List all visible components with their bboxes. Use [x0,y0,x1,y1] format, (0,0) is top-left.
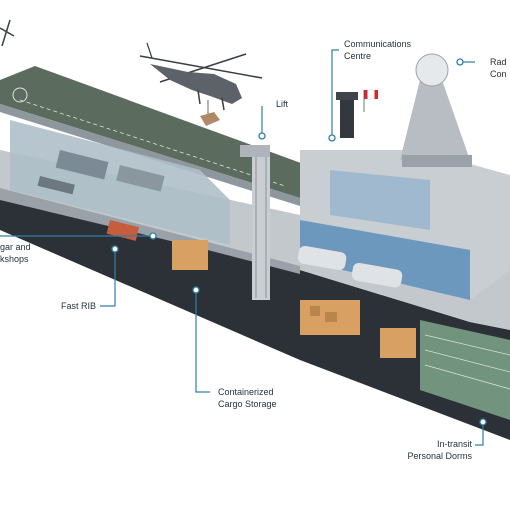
hangar-workshops-label: gar and kshops [0,241,31,265]
radar-label-line2: Con [490,69,507,79]
radar-label-line1: Rad [490,57,507,67]
radar-dome-icon [415,53,449,87]
fast-rib-label-line1: Fast RIB [60,301,96,311]
communications-label-line1: Communications [344,39,412,49]
hangar-label-line2: kshops [0,254,29,264]
dark-mast [336,92,358,138]
dorms-label-line2: Personal Dorms [407,451,472,461]
helicopter-icon [139,42,263,126]
cargo-label-line2: Cargo Storage [218,399,277,409]
cargo-load [200,112,220,126]
hull-lower [0,196,510,440]
personal-dorms-label: In-transit Personal Dorms [380,438,472,462]
communications-centre-label: Communications Centre [344,38,411,62]
flight-deck [0,66,320,198]
hangar-label-line1: gar and [0,242,31,252]
hull-edge [0,188,300,274]
communications-label-line2: Centre [344,51,372,61]
containerized-cargo-label: Containerized Cargo Storage [218,386,277,410]
interior-bays [300,220,470,300]
mast [400,80,472,167]
fast-rib-label: Fast RIB [40,300,96,312]
lift-label-line1: Lift [276,99,289,109]
lift-tower [240,145,270,300]
radar-label: Rad Con [490,56,507,80]
dorm-bays [420,320,510,420]
flag-icon [363,89,379,112]
cargo-label-line1: Containerized [218,387,274,397]
partial-rotor-icon [0,19,15,47]
dorms-label-line1: In-transit [436,439,472,449]
lift-label: Lift [276,98,288,110]
deck-edge [0,104,300,206]
cargo-area [172,240,416,358]
callout-lines [0,49,487,446]
